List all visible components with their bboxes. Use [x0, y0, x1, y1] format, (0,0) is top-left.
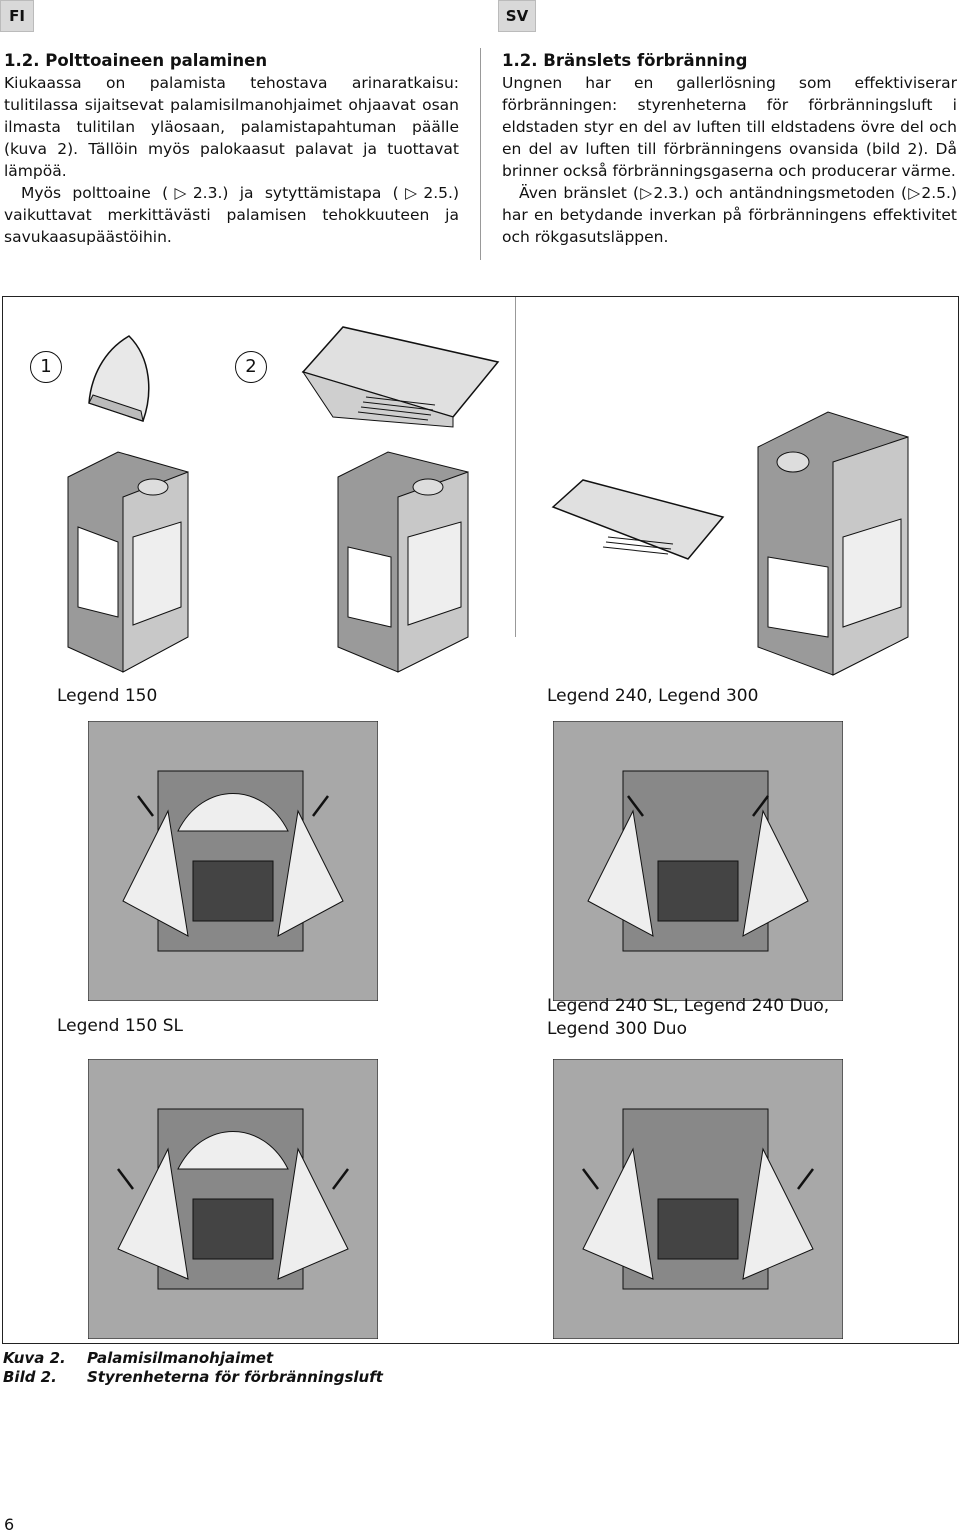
figure-divider — [515, 297, 516, 637]
paragraph-fi-2: Myös polttoaine (▷2.3.) ja sytyttämistap… — [4, 184, 459, 246]
caption-number-fi: Kuva 2. — [3, 1349, 66, 1367]
grate-illustration-top — [301, 326, 500, 428]
firebox-detail-legend-240-sl — [553, 1059, 843, 1339]
section-heading-sv: 1.2. Bränslets förbränning — [502, 51, 748, 70]
stove-illustration-2 — [337, 451, 469, 673]
label-legend-240-sl-line1: Legend 240 SL, Legend 240 Duo, — [547, 996, 830, 1016]
grate-illustration-middle — [551, 479, 725, 560]
text-column-fi: 1.2. Polttoaineen palaminen Kiukaassa on… — [4, 50, 459, 248]
figure-caption-sv: Bild 2. Styrenheterna för förbränningsluf… — [3, 1368, 383, 1386]
language-tag-sv: SV — [498, 0, 536, 32]
label-legend-150: Legend 150 — [57, 686, 158, 706]
stove-illustration-3 — [757, 411, 909, 676]
column-divider — [480, 48, 481, 260]
language-tag-fi: FI — [0, 0, 34, 32]
firebox-detail-legend-150-sl — [88, 1059, 378, 1339]
label-legend-240: Legend 240, Legend 300 — [547, 686, 759, 706]
air-guide-illustration-1 — [88, 335, 150, 422]
firebox-detail-legend-240 — [553, 721, 843, 1001]
text-column-sv: 1.2. Bränslets förbränning Ungnen har en… — [502, 50, 957, 248]
figure-frame: 1 2 Legend 150 Legend 240, — [2, 296, 959, 1344]
paragraph-sv-1: Ungnen har en gallerlösning som effektiv… — [502, 74, 957, 180]
figure-marker-2: 2 — [235, 351, 267, 383]
page-number: 6 — [4, 1515, 15, 1534]
paragraph-sv-2: Även bränslet (▷2.3.) och antändningsmet… — [502, 184, 957, 246]
firebox-detail-legend-150 — [88, 721, 378, 1001]
caption-number-sv: Bild 2. — [3, 1368, 57, 1386]
label-legend-150-sl: Legend 150 SL — [57, 1016, 183, 1036]
caption-text-fi: Palamisilmanohjaimet — [87, 1349, 274, 1367]
section-heading-fi: 1.2. Polttoaineen palaminen — [4, 51, 268, 70]
paragraph-fi-1: Kiukaassa on palamista tehostava arinara… — [4, 74, 459, 180]
label-legend-240-sl-line2: Legend 300 Duo — [547, 1019, 687, 1039]
caption-text-sv: Styrenheterna för förbränningsluft — [87, 1368, 383, 1386]
stove-illustration-1 — [67, 451, 189, 673]
figure-marker-1: 1 — [30, 351, 62, 383]
figure-caption-fi: Kuva 2. Palamisilmanohjaimet — [3, 1349, 273, 1367]
